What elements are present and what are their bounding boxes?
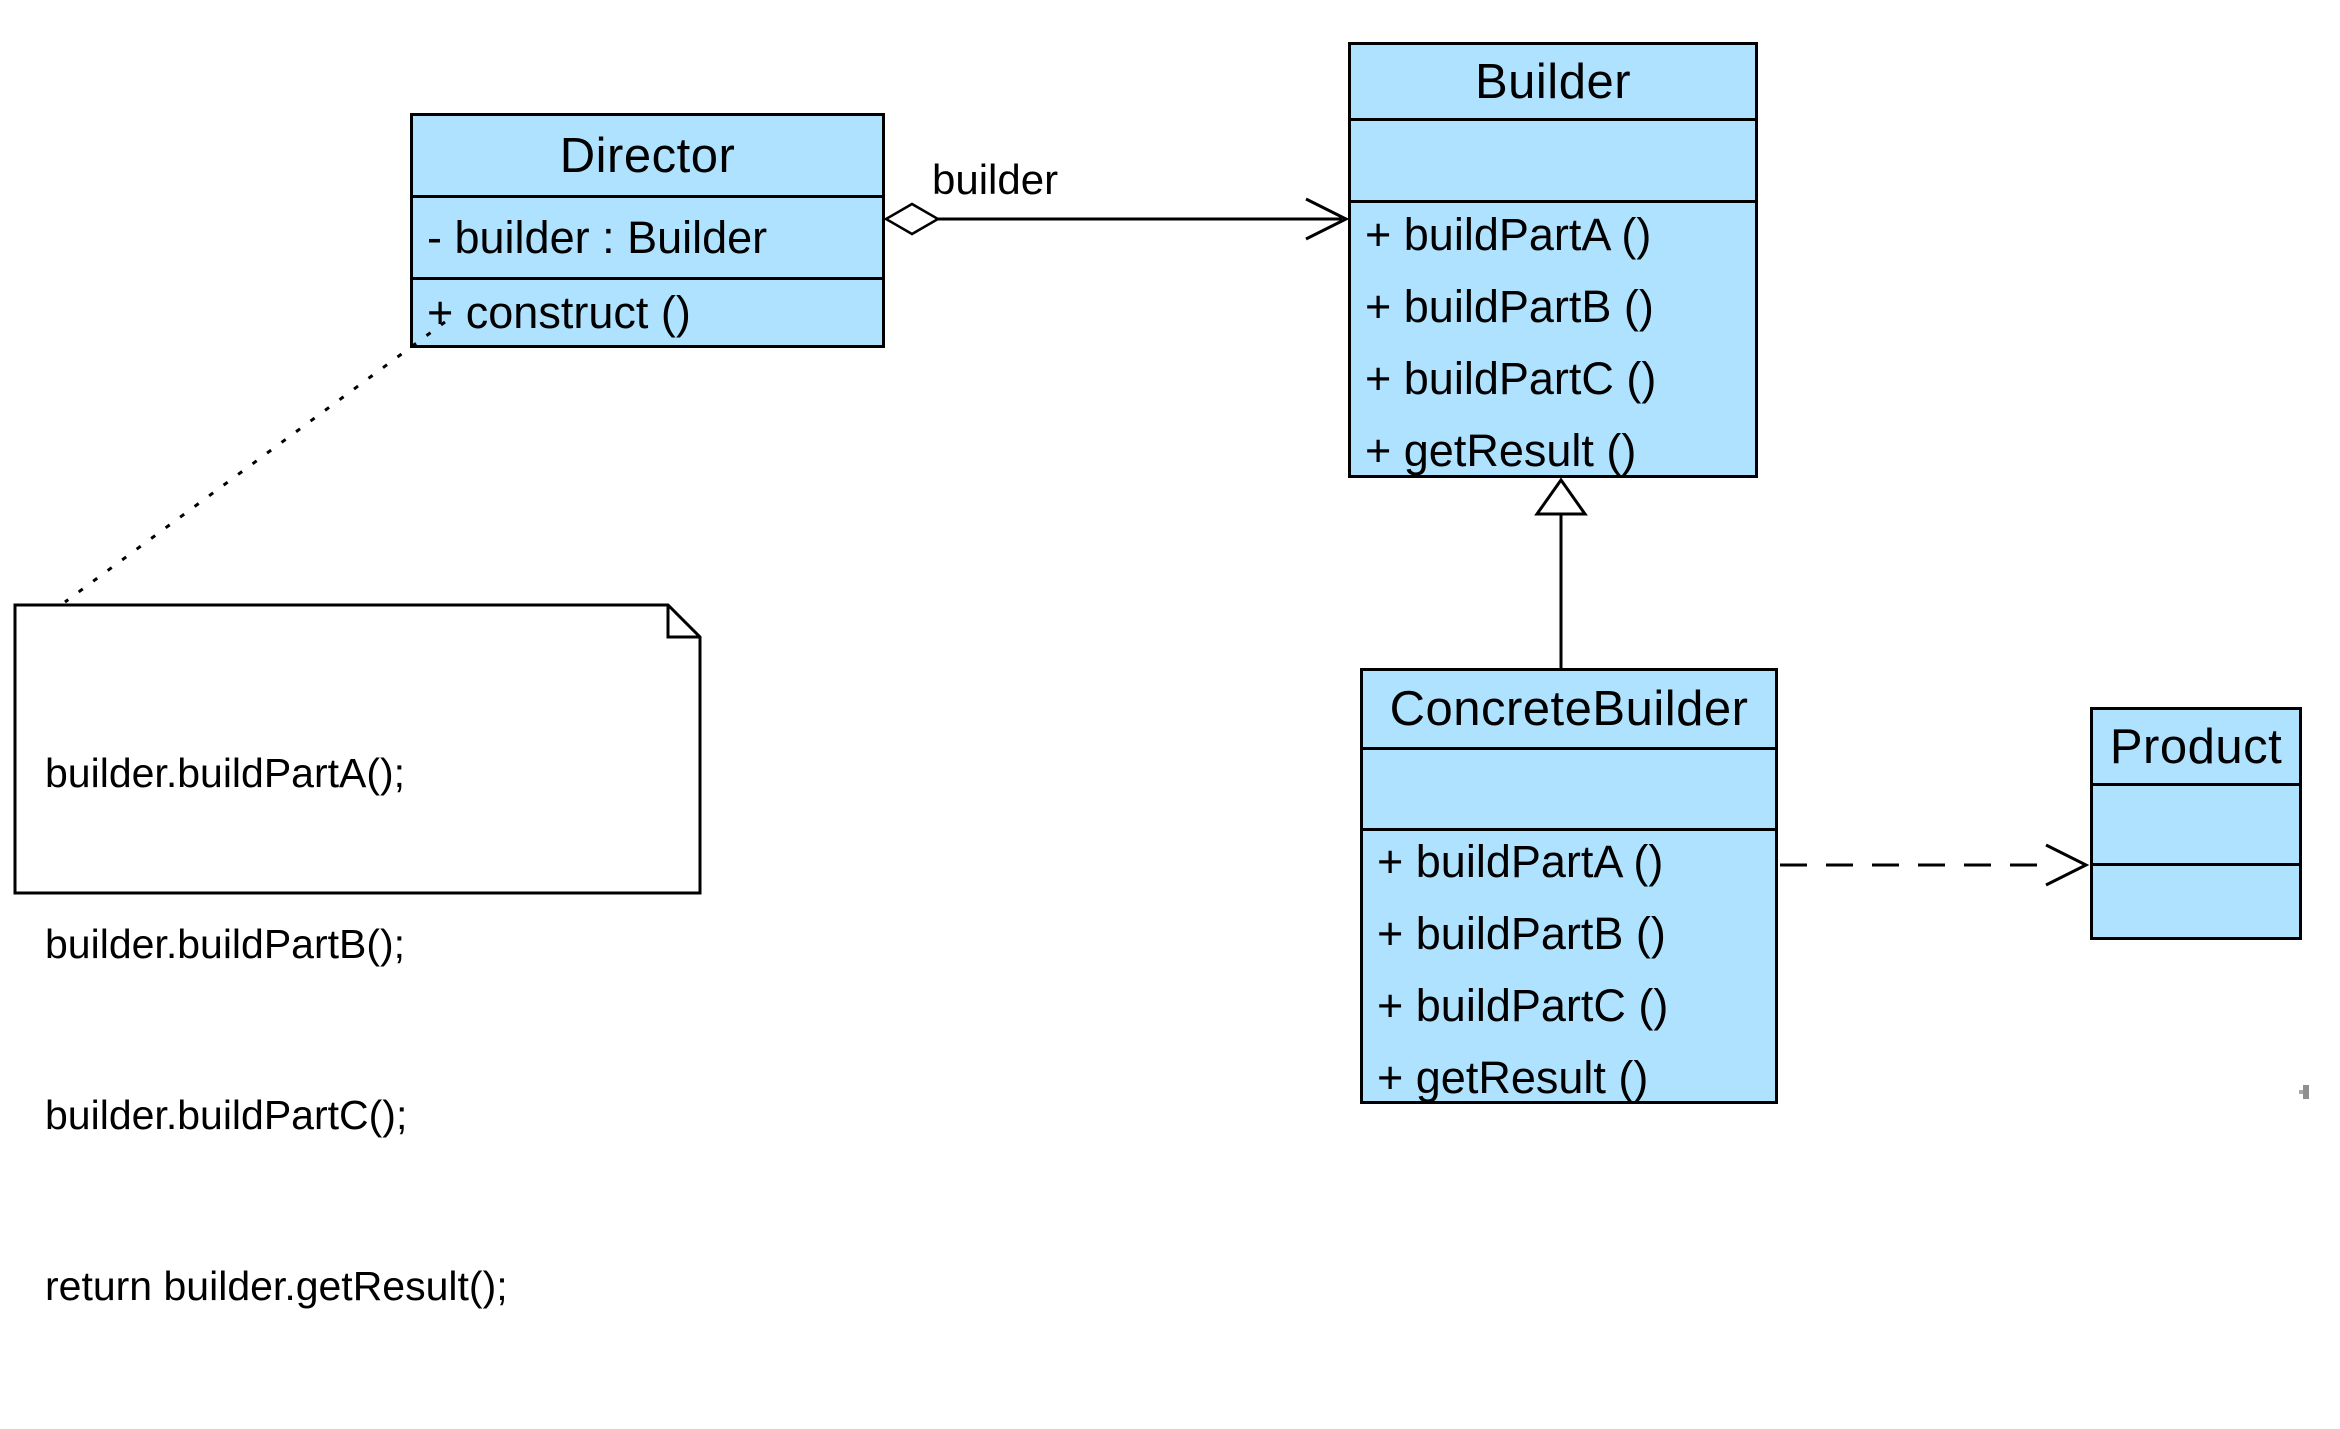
method-row: + buildPartB () xyxy=(1377,908,1666,959)
attributes-compartment xyxy=(1363,747,1775,828)
note-line: builder.buildPartC(); xyxy=(45,1092,408,1138)
note-line: builder.buildPartB(); xyxy=(45,921,406,967)
method-row: + getResult () xyxy=(1365,425,1637,475)
class-title: Director xyxy=(559,128,736,183)
note-line: return builder.getResult(); xyxy=(45,1263,508,1309)
open-arrowhead-icon xyxy=(2045,843,2090,887)
method-row: + buildPartA () xyxy=(1377,836,1664,887)
aggregation-role-label: builder xyxy=(932,156,1059,203)
stray-mark xyxy=(2299,1085,2309,1099)
methods-compartment: + buildPartA () + buildPartB () + buildP… xyxy=(1351,200,1755,475)
methods-compartment: + construct () xyxy=(413,277,882,345)
generalization-edge xyxy=(1534,477,1588,668)
aggregation-diamond-icon xyxy=(883,202,941,236)
class-title: Builder xyxy=(1474,54,1632,109)
attributes-compartment xyxy=(2093,783,2299,863)
method-row: + buildPartB () xyxy=(1365,281,1654,332)
note-body: builder.buildPartA(); builder.buildPartB… xyxy=(45,631,508,1429)
attribute-row: - builder : Builder xyxy=(427,211,768,263)
aggregation-edge xyxy=(883,197,1350,241)
note-anchor-line xyxy=(64,320,446,604)
class-box-director: Director - builder : Builder + construct… xyxy=(410,113,885,348)
note-fold-icon xyxy=(666,605,700,639)
class-box-concrete-builder: ConcreteBuilder + buildPartA () + buildP… xyxy=(1360,668,1778,1104)
class-box-builder: Builder + buildPartA () + buildPartB () … xyxy=(1348,42,1758,478)
methods-compartment: + buildPartA () + buildPartB () + buildP… xyxy=(1363,828,1775,1101)
method-row: + construct () xyxy=(427,286,691,338)
method-row: + buildPartA () xyxy=(1365,209,1652,260)
dependency-edge xyxy=(1780,843,2090,887)
class-title: Product xyxy=(2109,719,2283,774)
method-row: + getResult () xyxy=(1377,1052,1649,1101)
method-row: + buildPartC () xyxy=(1365,353,1657,404)
class-title: ConcreteBuilder xyxy=(1389,682,1749,736)
attributes-compartment xyxy=(1351,118,1755,200)
open-arrowhead-icon xyxy=(1305,197,1350,241)
methods-compartment xyxy=(2093,863,2299,937)
uml-diagram-canvas: Director - builder : Builder + construct… xyxy=(13,42,2309,1309)
note-line: builder.buildPartA(); xyxy=(45,750,406,796)
hollow-triangle-arrowhead-icon xyxy=(1534,477,1588,516)
attributes-compartment: - builder : Builder xyxy=(413,195,882,277)
method-row: + buildPartC () xyxy=(1377,980,1669,1031)
class-box-product: Product xyxy=(2090,707,2302,940)
